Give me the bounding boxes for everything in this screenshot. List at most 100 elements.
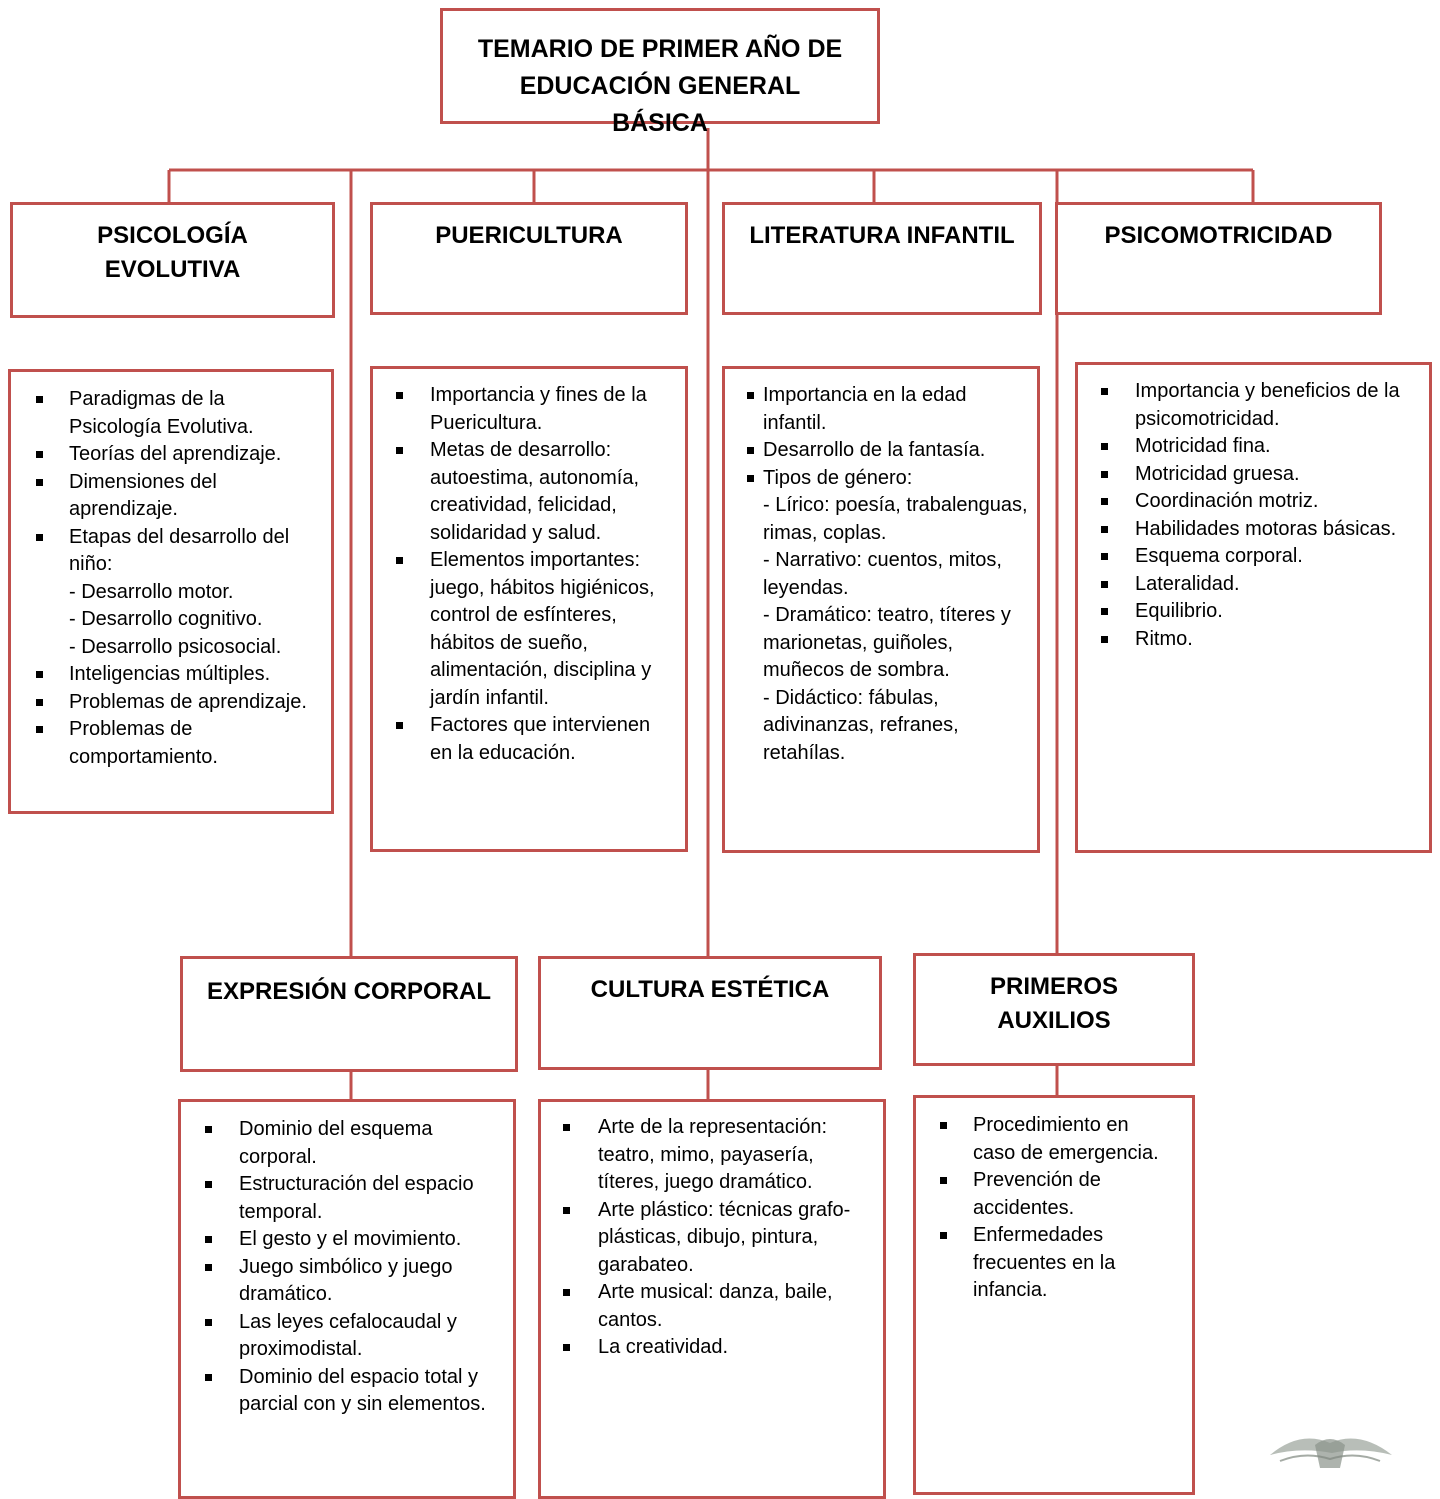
topic-bullet-item: Motricidad gruesa. — [1101, 461, 1429, 489]
topic-continuation-line: juego, hábitos higiénicos, — [430, 576, 655, 599]
psicologia-heading: PSICOLOGÍA EVOLUTIVA — [97, 222, 248, 283]
topic-bullet-item: Juego simbólico y juego — [205, 1254, 513, 1282]
expresion-heading-box: EXPRESIÓN CORPORAL — [180, 956, 518, 1072]
topic-continuation-line: rimas, coplas. — [763, 521, 887, 544]
topic-bullet-item: Tipos de género: — [747, 465, 1037, 493]
topic-continuation-line: infancia. — [973, 1279, 1048, 1301]
topic-continuation-line: teatro, mimo, payasería, — [598, 1143, 814, 1166]
topic-continuation-line: frecuentes en la — [973, 1251, 1116, 1274]
topic-bullet-item: Esquema corporal. — [1101, 543, 1429, 571]
topic-bullet-item: Importancia en la edad — [747, 382, 1037, 410]
auxilios-heading: PRIMEROS AUXILIOS — [989, 973, 1118, 1034]
topic-continuation-line: - Didáctico: fábulas, — [763, 686, 939, 709]
topic-continuation-line: temporal. — [239, 1200, 323, 1223]
topic-bullet-item: Ritmo. — [1101, 626, 1429, 654]
topic-bullet-item: Problemas de — [36, 716, 331, 744]
topic-bullet-item: Inteligencias múltiples. — [36, 661, 331, 689]
topic-continuation-line: psicomotricidad. — [1135, 407, 1280, 430]
topic-bullet-item: Arte de la representación: — [563, 1114, 883, 1142]
cultura-content-box: Arte de la representación:teatro, mimo, … — [538, 1099, 886, 1499]
topic-bullet-item: Problemas de aprendizaje. — [36, 689, 331, 717]
topic-continuation-line: corporal. — [239, 1145, 317, 1168]
psicomotricidad-heading-box: PSICOMOTRICIDAD — [1055, 202, 1382, 315]
topic-continuation-line: alimentación, disciplina y — [430, 659, 652, 681]
topic-continuation-line: - Desarrollo psicosocial. — [69, 635, 282, 658]
topic-continuation-line: infantil. — [763, 411, 827, 434]
topic-continuation-line: autoestima, autonomía, — [430, 466, 640, 489]
topic-continuation-line: - Dramático: teatro, títeres y — [763, 604, 1011, 626]
topic-bullet-item: Dimensiones del — [36, 469, 331, 497]
topic-continuation-line: garabateo. — [598, 1253, 694, 1276]
topic-bullet-item: Habilidades motoras básicas. — [1101, 516, 1429, 544]
topic-continuation-line: control de esfínteres, — [430, 604, 617, 626]
topic-continuation-line: Puericultura. — [430, 411, 543, 434]
topic-continuation-line: jardín infantil. — [430, 686, 549, 709]
literatura-heading: LITERATURA INFANTIL — [749, 222, 1015, 249]
expresion-heading: EXPRESIÓN CORPORAL — [206, 978, 492, 1005]
topic-bullet-item: Desarrollo de la fantasía. — [747, 437, 1037, 465]
topic-continuation-line: aprendizaje. — [69, 498, 178, 520]
topic-continuation-line: leyendas. — [763, 576, 849, 599]
topic-continuation-line: marionetas, guiñoles, — [763, 631, 954, 654]
topic-bullet-item: Paradigmas de la — [36, 386, 331, 414]
cultura-topic-list: Arte de la representación:teatro, mimo, … — [541, 1102, 883, 1362]
topic-bullet-item: Arte musical: danza, baile, — [563, 1279, 883, 1307]
topic-continuation-line: adivinanzas, refranes, — [763, 714, 959, 736]
topic-continuation-line: caso de emergencia. — [973, 1141, 1159, 1164]
puericultura-heading: PUERICULTURA — [435, 222, 623, 249]
topic-continuation-line: hábitos de sueño, — [430, 631, 588, 654]
eagle-seal-logo — [1270, 1438, 1392, 1468]
topic-bullet-item: El gesto y el movimiento. — [205, 1226, 513, 1254]
topic-continuation-line: - Desarrollo motor. — [69, 580, 234, 603]
topic-bullet-item: Metas de desarrollo: — [396, 437, 685, 465]
topic-continuation-line: dramático. — [239, 1283, 333, 1305]
topic-continuation-line: - Lírico: poesía, trabalenguas, — [763, 494, 1028, 516]
auxilios-heading-box: PRIMEROS AUXILIOS — [913, 953, 1195, 1066]
topic-continuation-line: accidentes. — [973, 1196, 1075, 1219]
topic-bullet-item: Dominio del esquema — [205, 1116, 513, 1144]
root-title: TEMARIO DE PRIMER AÑO DE EDUCACIÓN GENER… — [477, 35, 843, 137]
topic-continuation-line: en la educación. — [430, 741, 576, 764]
topic-bullet-item: Procedimiento en — [940, 1112, 1192, 1140]
topic-continuation-line: títeres, juego dramático. — [598, 1171, 813, 1193]
topic-bullet-item: Las leyes cefalocaudal y — [205, 1309, 513, 1337]
topic-continuation-line: parcial con y sin elementos. — [239, 1393, 486, 1415]
topic-bullet-item: Importancia y beneficios de la — [1101, 378, 1429, 406]
topic-continuation-line: creatividad, felicidad, — [430, 494, 617, 516]
topic-bullet-item: Estructuración del espacio — [205, 1171, 513, 1199]
topic-bullet-item: Etapas del desarrollo del — [36, 524, 331, 552]
topic-bullet-item: Dominio del espacio total y — [205, 1364, 513, 1392]
topic-continuation-line: plásticas, dibujo, pintura, — [598, 1226, 819, 1248]
topic-bullet-item: Equilibrio. — [1101, 598, 1429, 626]
topic-continuation-line: proximodistal. — [239, 1338, 363, 1360]
psicomotricidad-heading: PSICOMOTRICIDAD — [1104, 222, 1333, 249]
topic-continuation-line: comportamiento. — [69, 745, 218, 768]
topic-continuation-line: - Desarrollo cognitivo. — [69, 608, 263, 630]
topic-continuation-line: Psicología Evolutiva. — [69, 415, 254, 438]
topic-bullet-item: Teorías del aprendizaje. — [36, 441, 331, 469]
topic-continuation-line: niño: — [69, 553, 113, 575]
topic-bullet-item: Prevención de — [940, 1167, 1192, 1195]
topic-continuation-line: retahílas. — [763, 741, 846, 764]
root-title-box: TEMARIO DE PRIMER AÑO DE EDUCACIÓN GENER… — [440, 8, 880, 137]
topic-continuation-line: - Narrativo: cuentos, mitos, — [763, 549, 1002, 571]
topic-bullet-item: Lateralidad. — [1101, 571, 1429, 599]
topic-bullet-item: Elementos importantes: — [396, 547, 685, 575]
topic-bullet-item: Enfermedades — [940, 1222, 1192, 1250]
topic-bullet-item: Importancia y fines de la — [396, 382, 685, 410]
topic-continuation-line: cantos. — [598, 1308, 663, 1331]
literatura-heading-box: LITERATURA INFANTIL — [722, 202, 1042, 315]
cultura-heading-box: CULTURA ESTÉTICA — [538, 956, 882, 1070]
cultura-heading: CULTURA ESTÉTICA — [590, 976, 830, 1003]
